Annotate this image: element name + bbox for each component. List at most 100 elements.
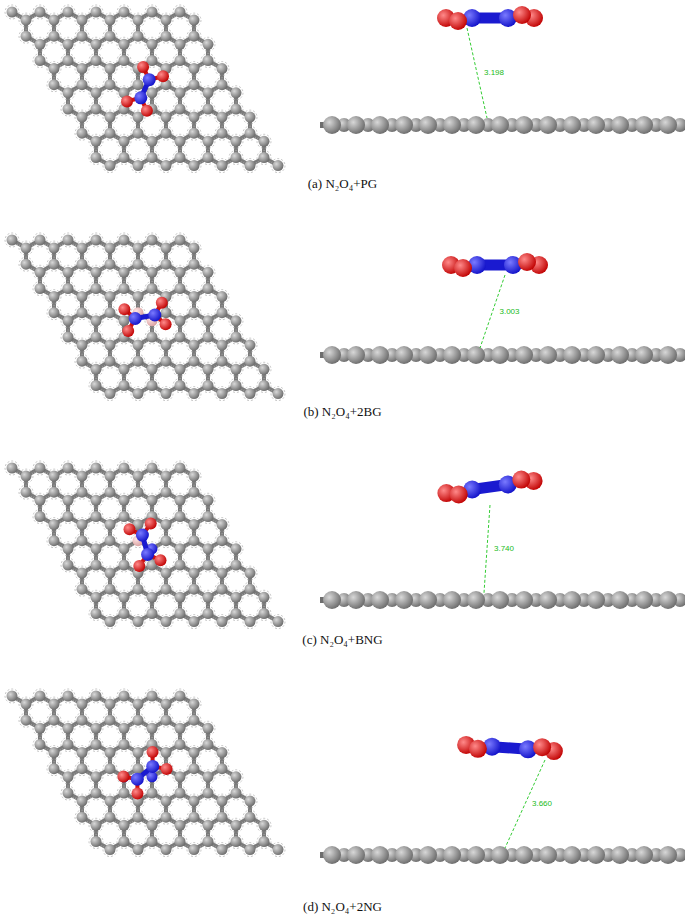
carbon-atom: [161, 812, 172, 823]
carbon-atom: [105, 128, 116, 139]
carbon-atom: [91, 87, 102, 98]
carbon-atom: [91, 543, 102, 554]
atom-outline: [145, 590, 159, 604]
carbon-atom: [161, 128, 172, 139]
atom-outline: [131, 810, 145, 824]
atom-outline: [229, 607, 243, 621]
carbon-atom: [49, 715, 60, 726]
oxygen-atom: [513, 6, 531, 24]
carbon-atom: [91, 39, 102, 50]
atom-outline: [173, 102, 187, 116]
carbon-atom: [35, 39, 46, 50]
panel-caption: (c) N₂O₄+BNG: [0, 632, 685, 648]
carbon-atom: [133, 715, 144, 726]
carbon-atom: [231, 364, 242, 375]
carbon-atom: [217, 307, 228, 318]
atom-outline: [75, 110, 89, 124]
carbon-atom: [91, 267, 102, 278]
carbon-atom: [119, 608, 130, 619]
atom-outline: [229, 835, 243, 849]
atom-outline: [131, 257, 145, 271]
carbon-atom: [77, 584, 88, 595]
atom-outline: [75, 29, 89, 43]
carbon-atom: [175, 332, 186, 343]
atom-outline: [215, 338, 229, 352]
atom-outline: [201, 607, 215, 621]
atom-outline: [131, 13, 145, 27]
carbon-atom: [105, 63, 116, 74]
atom-outline: [103, 843, 117, 857]
carbon-atom: [203, 723, 214, 734]
atom-outline: [173, 37, 187, 51]
carbon-atom: [203, 87, 214, 98]
atom-outline: [145, 379, 159, 393]
atom-outline: [131, 746, 145, 760]
carbon-atom: [189, 243, 200, 254]
carbon-atom: [635, 116, 653, 134]
carbon-atom: [347, 846, 365, 864]
carbon-atom: [105, 844, 116, 855]
atom-outline: [75, 810, 89, 824]
atom-outline: [215, 762, 229, 776]
carbon-atom: [231, 771, 242, 782]
carbon-atom: [231, 332, 242, 343]
atom-outline: [229, 330, 243, 344]
carbon-atom: [119, 511, 130, 522]
atom-outline: [117, 379, 131, 393]
carbon-atom: [231, 380, 242, 391]
atom-outline: [47, 257, 61, 271]
carbon-atom: [63, 332, 74, 343]
atom-outline: [201, 558, 215, 572]
atom-outline: [159, 126, 173, 140]
carbon-atom: [63, 739, 74, 750]
carbon-atom: [231, 836, 242, 847]
carbon-atom: [467, 591, 485, 609]
carbon-atom: [91, 104, 102, 115]
atom-outline: [89, 689, 103, 703]
atom-outline: [187, 518, 201, 532]
atom-outline: [159, 257, 173, 271]
nitrogen-atom: [148, 309, 161, 322]
carbon-atom: [161, 747, 172, 758]
carbon-atom: [175, 788, 186, 799]
carbon-atom: [35, 235, 46, 246]
oxygen-atom: [454, 259, 472, 277]
atom-outline: [215, 290, 229, 304]
atom-outline: [201, 818, 215, 832]
atom-outline: [61, 54, 75, 68]
atom-outline: [117, 607, 131, 621]
atom-outline: [131, 615, 145, 629]
atom-outline: [131, 241, 145, 255]
carbon-atom: [161, 31, 172, 42]
atom-outline: [117, 721, 131, 735]
carbon-atom: [203, 39, 214, 50]
atom-outline: [173, 721, 187, 735]
carbon-atom: [7, 691, 18, 702]
carbon-atom: [563, 346, 581, 364]
atom-outline: [173, 835, 187, 849]
carbon-atom: [119, 235, 130, 246]
carbon-atom: [91, 55, 102, 66]
carbon-atom: [563, 591, 581, 609]
carbon-atom: [161, 15, 172, 26]
atom-outline: [187, 566, 201, 580]
atom-outline: [271, 615, 285, 629]
atom-outline: [131, 387, 145, 401]
carbon-atom: [175, 836, 186, 847]
nitrogen-atom: [146, 760, 159, 773]
carbon-atom: [49, 699, 60, 710]
carbon-atom: [259, 364, 270, 375]
carbon-atom: [105, 616, 116, 627]
carbon-atom: [539, 116, 557, 134]
atom-outline: [173, 689, 187, 703]
carbon-atom: [7, 7, 18, 18]
atom-outline: [159, 697, 173, 711]
atom-outline: [187, 354, 201, 368]
carbon-atom: [49, 519, 60, 530]
atom-outline: [89, 86, 103, 100]
carbon-atom: [105, 568, 116, 579]
atom-outline: [159, 485, 173, 499]
carbon-atom: [77, 307, 88, 318]
atom-outline: [215, 615, 229, 629]
atom-outline: [33, 493, 47, 507]
